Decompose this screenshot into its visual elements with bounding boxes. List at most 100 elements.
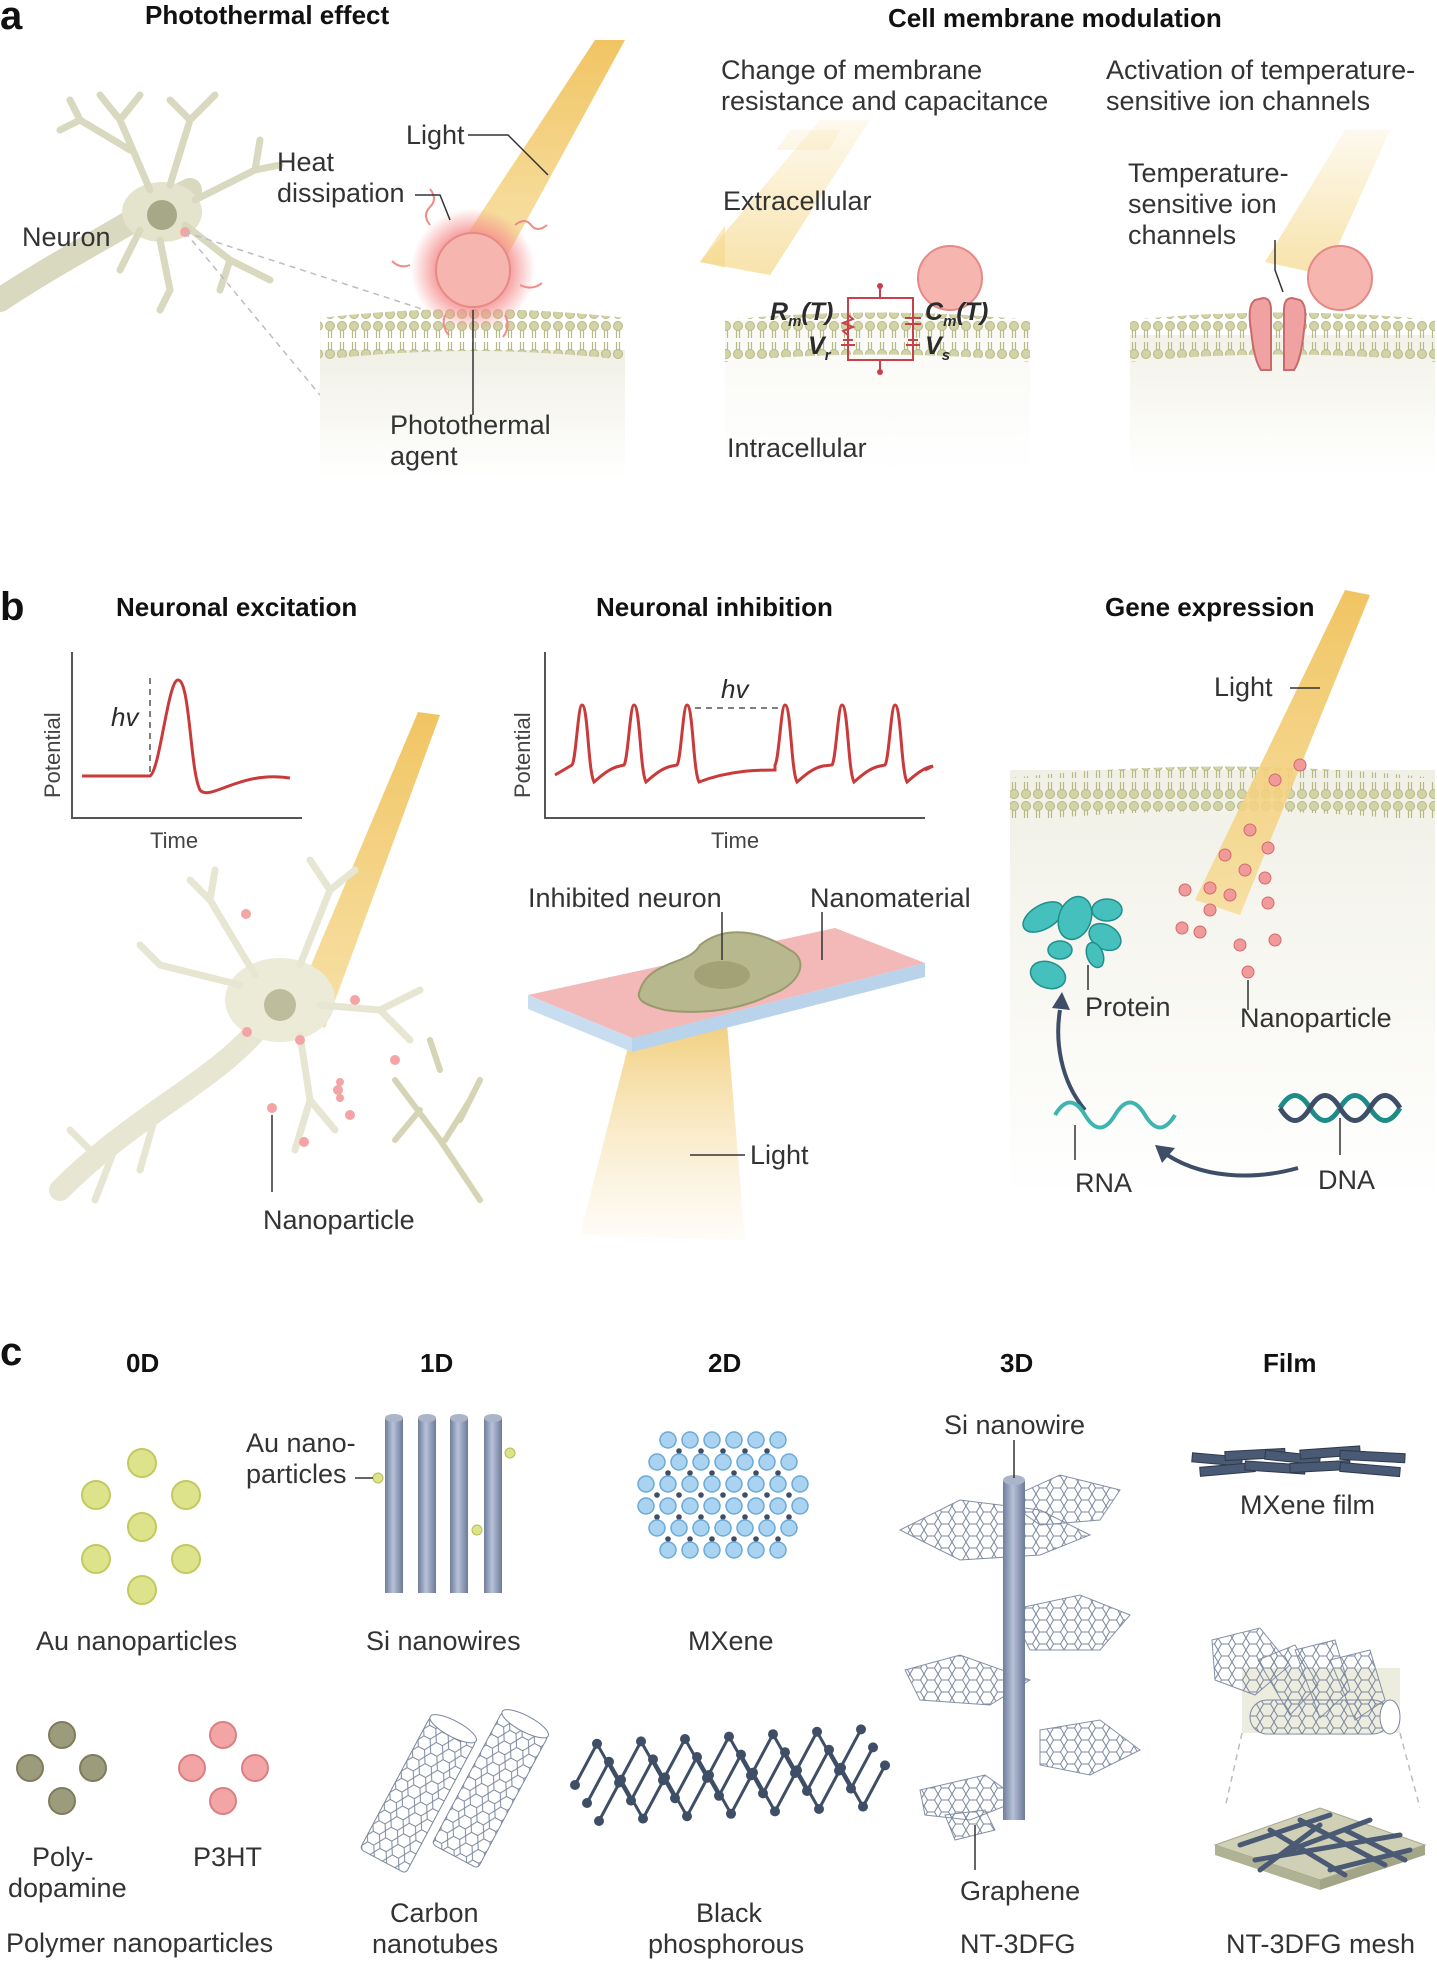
rna-strand bbox=[1053, 1100, 1177, 1130]
protein-label: Protein bbox=[1085, 992, 1171, 1022]
mxene-atom bbox=[747, 1541, 765, 1559]
bp-label-2: phosphorous bbox=[648, 1929, 805, 1959]
dna-label: DNA bbox=[1318, 1165, 1376, 1195]
excitation-hv: hv bbox=[111, 702, 139, 732]
mxene-atom bbox=[648, 1519, 666, 1537]
bp-atom bbox=[780, 1747, 790, 1758]
membrane-change-2: resistance and capacitance bbox=[721, 86, 1049, 116]
mxene-atom bbox=[670, 1519, 688, 1537]
membrane-change-1: Change of membrane bbox=[721, 55, 983, 85]
mxene-atom-dark bbox=[764, 1448, 770, 1454]
mxene-film-stack bbox=[1191, 1445, 1406, 1478]
bp-atom bbox=[868, 1742, 878, 1753]
mxene-atom bbox=[681, 1541, 699, 1559]
heading-0d: 0D bbox=[126, 1348, 160, 1378]
leader-heat bbox=[415, 194, 451, 221]
excitation-chart bbox=[71, 652, 302, 819]
heat-label-1: Heat bbox=[277, 147, 335, 177]
inhibition-title: Neuronal inhibition bbox=[596, 592, 833, 622]
mxene-atom bbox=[714, 1453, 732, 1471]
inhibition-chart bbox=[544, 652, 934, 819]
poly-label-1: Poly- bbox=[32, 1842, 94, 1872]
au-nano-label-2: particles bbox=[246, 1459, 347, 1489]
mxene-atom bbox=[703, 1497, 721, 1515]
inhibition-light-label: Light bbox=[750, 1140, 809, 1170]
photothermal-agent bbox=[435, 232, 511, 308]
mxene-atom-dark bbox=[753, 1536, 759, 1542]
gene-nanoparticles bbox=[1175, 758, 1307, 979]
mxene-atom-dark bbox=[687, 1536, 693, 1542]
bp-atom bbox=[858, 1801, 868, 1812]
excitation-nanoparticle-label: Nanoparticle bbox=[263, 1205, 415, 1235]
neuron-drawing bbox=[0, 91, 284, 314]
rm-label: Rm(T) bbox=[770, 298, 834, 330]
mxene-atom-dark bbox=[676, 1492, 682, 1498]
si-nanowire-label: Si nanowire bbox=[944, 1410, 1086, 1440]
excitation-xlabel: Time bbox=[150, 828, 199, 853]
mxene-atom-dark bbox=[764, 1514, 770, 1520]
membrane-section-3 bbox=[1130, 130, 1435, 475]
bp-atom bbox=[692, 1752, 702, 1762]
mxene-atom-dark bbox=[731, 1470, 737, 1476]
bp-chain bbox=[597, 1764, 887, 1822]
mxene-atom-dark bbox=[676, 1448, 682, 1454]
heading-film: Film bbox=[1263, 1348, 1317, 1378]
mxene-atom-dark bbox=[786, 1492, 792, 1498]
mxene-atom bbox=[769, 1475, 787, 1493]
excitation-title: Neuronal excitation bbox=[116, 592, 358, 622]
mxene-atom bbox=[681, 1431, 699, 1449]
mxene-atom-dark bbox=[720, 1448, 726, 1454]
p3ht-label: P3HT bbox=[193, 1842, 263, 1872]
mxene-atom bbox=[659, 1431, 677, 1449]
mxene-atom bbox=[659, 1475, 677, 1493]
mxene-atom-dark bbox=[720, 1492, 726, 1498]
light-beam bbox=[460, 40, 625, 260]
mxene-atom bbox=[747, 1431, 765, 1449]
mxene-atom-dark bbox=[742, 1492, 748, 1498]
vr-label: Vr bbox=[808, 332, 831, 364]
bp-atom bbox=[724, 1731, 734, 1742]
mxene-atom-dark bbox=[709, 1470, 715, 1476]
bp-atom bbox=[604, 1756, 614, 1767]
mxene-atom bbox=[791, 1475, 809, 1493]
channel-title-2: sensitive ion channels bbox=[1106, 86, 1371, 116]
bp-atom bbox=[570, 1780, 580, 1790]
inhibition-ylabel: Potential bbox=[510, 712, 535, 798]
bp-atom bbox=[836, 1762, 846, 1773]
panel-b bbox=[49, 590, 1435, 1240]
bp-atom bbox=[616, 1774, 626, 1785]
mxene-atom-dark bbox=[709, 1536, 715, 1542]
bp-atom bbox=[636, 1736, 646, 1747]
black-phosphorous bbox=[570, 1724, 890, 1826]
mxene-atom-dark bbox=[654, 1492, 660, 1498]
mxene-atom-dark bbox=[698, 1514, 704, 1520]
nt-3dfg bbox=[898, 1440, 1141, 1870]
vs-label: Vs bbox=[925, 332, 951, 364]
gene-expression bbox=[1010, 590, 1435, 1200]
mxene-atom bbox=[648, 1453, 666, 1471]
mxene-atom-dark bbox=[731, 1536, 737, 1542]
bp-atom bbox=[726, 1808, 736, 1819]
mxene-atom bbox=[747, 1497, 765, 1515]
mxene-atom bbox=[692, 1453, 710, 1471]
mxene-atom bbox=[758, 1453, 776, 1471]
mxene-atom-dark bbox=[753, 1470, 759, 1476]
bp-atom bbox=[704, 1770, 714, 1780]
membrane-modulation-title: Cell membrane modulation bbox=[888, 3, 1222, 33]
bp-atom bbox=[768, 1729, 778, 1740]
inhibition-xlabel: Time bbox=[711, 828, 760, 853]
zoom-line bbox=[184, 231, 426, 311]
bp-atom bbox=[770, 1806, 780, 1817]
graphene-label: Graphene bbox=[960, 1876, 1081, 1906]
mxene-atom-dark bbox=[742, 1448, 748, 1454]
si-nanowires bbox=[355, 1414, 516, 1593]
mxene-atom bbox=[670, 1453, 688, 1471]
mxene-atom bbox=[637, 1497, 655, 1515]
nt3dfg-mesh-label: NT-3DFG mesh bbox=[1226, 1929, 1416, 1959]
mxene-label: MXene bbox=[688, 1626, 774, 1656]
channel-label-1: Temperature- bbox=[1128, 158, 1289, 188]
mxene-atom bbox=[725, 1541, 743, 1559]
channel-label-3: channels bbox=[1128, 220, 1237, 250]
bp-chain bbox=[585, 1746, 875, 1804]
channel-title-1: Activation of temperature- bbox=[1106, 55, 1416, 85]
